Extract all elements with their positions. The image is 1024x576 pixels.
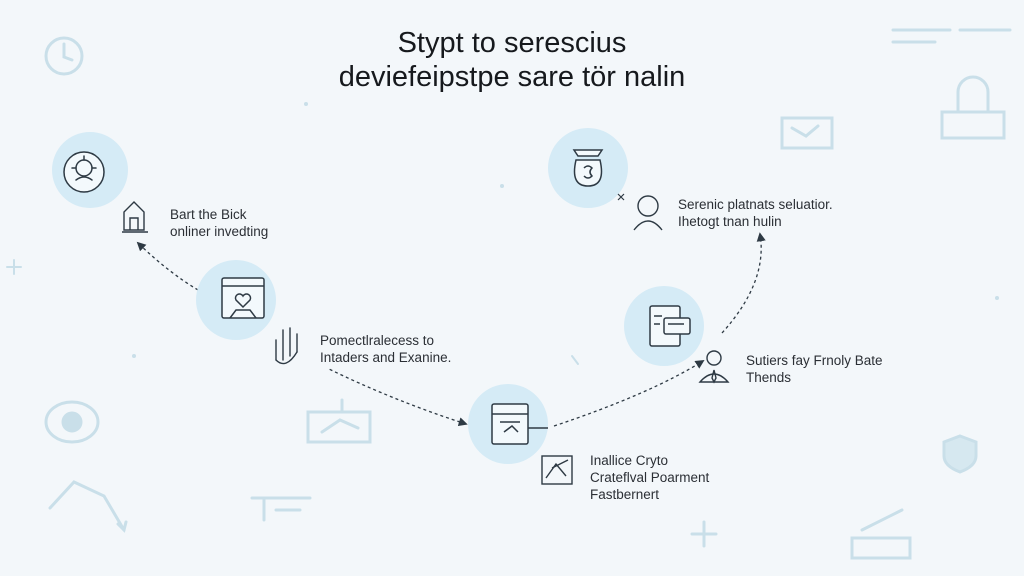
step-5-line-2: Ihetogt tnan hulin bbox=[678, 214, 782, 229]
step-4-node bbox=[624, 286, 730, 384]
step-5-label: Serenic platnats seluatior. Ihetogt tnan… bbox=[678, 196, 833, 230]
credit-card-icon bbox=[649, 305, 691, 347]
title-line-2: deviefeipstpe sare tör nalin bbox=[338, 61, 686, 93]
arrow-box-decor-icon bbox=[850, 508, 912, 560]
step-1-label: Bart the Bick onliner invedting bbox=[170, 206, 268, 240]
step-1-node bbox=[52, 132, 148, 233]
bars-decor-icon bbox=[891, 28, 1012, 44]
title-line-1: Stypt to serescius bbox=[397, 27, 627, 59]
arrow-step2-to-step1 bbox=[136, 241, 199, 291]
target-head-icon bbox=[71, 155, 97, 181]
step-5-node bbox=[548, 128, 663, 231]
graph-card-decor-icon bbox=[306, 398, 372, 444]
house-icon bbox=[122, 201, 148, 233]
step-5-line-1: Serenic platnats seluatior. bbox=[678, 197, 833, 212]
clock-decor-icon bbox=[44, 36, 84, 76]
diagram-title: Stypt to serescius deviefeipstpe sare tö… bbox=[0, 26, 1024, 94]
document-heart-icon bbox=[221, 277, 265, 319]
lock-decor-icon bbox=[940, 75, 1006, 140]
hand-icon bbox=[275, 327, 298, 365]
eye-decor-icon bbox=[44, 400, 100, 444]
step-3-line-1: Inallice Cryto bbox=[590, 453, 669, 468]
step-2-line-1: Pomectlralecess to bbox=[320, 333, 435, 348]
arrow-step3-to-step4 bbox=[553, 360, 705, 427]
step-4-label: Sutiers fay Frnoly Bate Thends bbox=[746, 352, 883, 386]
background-decor bbox=[6, 28, 1012, 560]
connector-arrows bbox=[136, 232, 766, 427]
step-3-line-3: Fastbernert bbox=[590, 487, 660, 502]
chart-frame-decor-icon bbox=[780, 116, 834, 150]
step-2-label: Pomectlralecess to Intaders and Exanine. bbox=[320, 332, 451, 366]
step-2-line-2: Intaders and Exanine. bbox=[320, 350, 452, 365]
step-2-node bbox=[196, 260, 298, 365]
step-3-line-2: Crateflval Poarment bbox=[590, 470, 710, 485]
user-icon bbox=[633, 195, 663, 231]
table-decor-icon bbox=[250, 496, 312, 522]
step-4-line-2: Thends bbox=[746, 370, 792, 385]
chart-image-icon bbox=[541, 455, 573, 485]
step-3-label: Inallice Cryto Crateflval Poarment Fastb… bbox=[590, 452, 709, 503]
step-3-node bbox=[468, 384, 573, 485]
shield-decor-icon bbox=[942, 434, 978, 474]
step-1-line-1: Bart the Bick bbox=[170, 207, 247, 222]
browser-window-icon bbox=[491, 403, 548, 445]
trend-line-decor-icon bbox=[48, 480, 128, 533]
money-bag-icon bbox=[572, 149, 604, 187]
step-4-line-1: Sutiers fay Frnoly Bate bbox=[746, 353, 883, 368]
arrow-step4-to-step5 bbox=[721, 232, 766, 334]
step-1-line-2: onliner invedting bbox=[170, 224, 269, 239]
arrow-step2-to-step3 bbox=[326, 367, 468, 427]
plus-decor-icon bbox=[6, 259, 718, 548]
person-tie-icon bbox=[698, 350, 730, 384]
